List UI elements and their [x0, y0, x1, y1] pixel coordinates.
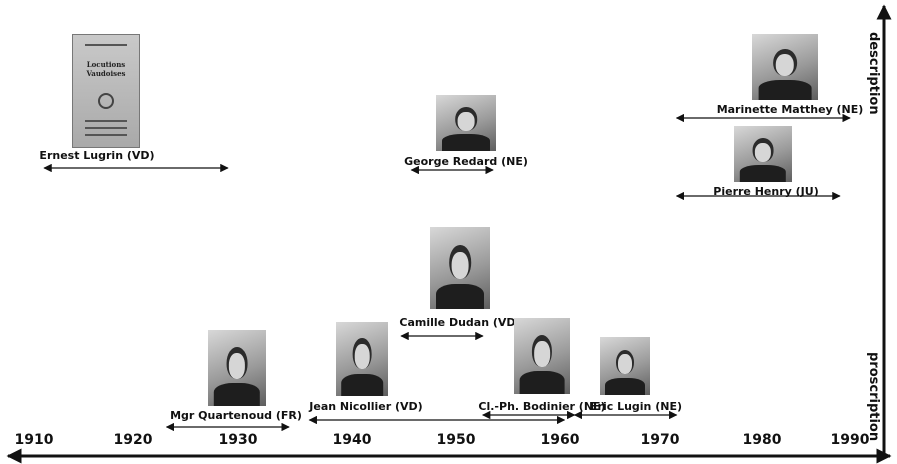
book-cover-title: Locutions Vaudoises	[86, 59, 126, 78]
person-label-mgr-quartenoud: Mgr Quartenoud (FR)	[170, 409, 302, 422]
person-label-cl-ph-bodinier: Cl.-Ph. Bodinier (NE)	[478, 400, 606, 413]
year-label: 1910	[14, 432, 54, 448]
portrait-camille-dudan	[430, 227, 490, 309]
year-label: 1990	[830, 432, 870, 448]
year-label: 1950	[436, 432, 476, 448]
person-label-marinette-matthey: Marinette Matthey (NE)	[716, 103, 864, 116]
person-label-pierre-henry: Pierre Henry (JU)	[713, 185, 819, 198]
year-label: 1940	[332, 432, 372, 448]
portrait-cl-ph-bodinier	[514, 318, 570, 394]
person-label-camille-dudan: Camille Dudan (VD)	[399, 316, 521, 329]
portrait-eric-lugin	[600, 337, 650, 395]
axis-label-description: description	[866, 32, 881, 115]
person-label-ernest-lugrin: Ernest Lugrin (VD)	[39, 149, 155, 162]
book-cover-image: Locutions Vaudoises	[72, 34, 140, 148]
portrait-marinette-matthey	[752, 34, 818, 100]
year-label: 1970	[640, 432, 680, 448]
person-label-eric-lugin: Eric Lugin (NE)	[590, 400, 682, 413]
portrait-pierre-henry	[734, 126, 792, 182]
person-label-george-redard: George Redard (NE)	[404, 155, 528, 168]
axis-label-proscription: proscription	[866, 352, 881, 442]
portrait-jean-nicollier	[336, 322, 388, 396]
year-label: 1980	[742, 432, 782, 448]
year-label: 1960	[540, 432, 580, 448]
year-label: 1920	[113, 432, 153, 448]
person-label-jean-nicollier: Jean Nicollier (VD)	[309, 400, 423, 413]
year-label: 1930	[218, 432, 258, 448]
portrait-mgr-quartenoud	[208, 330, 266, 406]
portrait-george-redard	[436, 95, 496, 151]
